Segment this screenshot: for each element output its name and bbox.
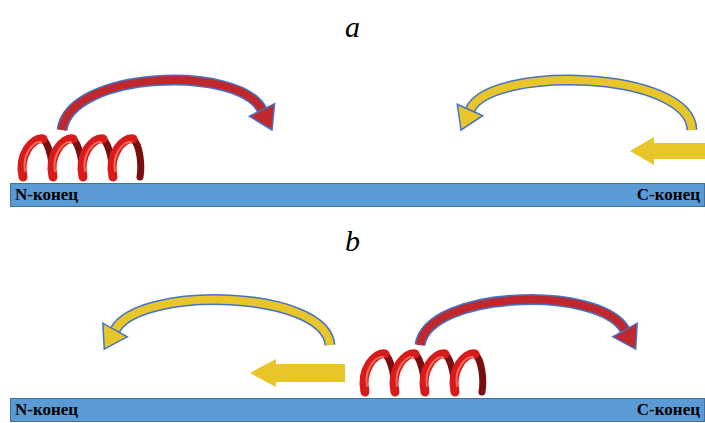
block-arrow <box>250 359 345 387</box>
terminus-label: С-конец <box>637 186 700 205</box>
curved-arrow <box>457 80 692 130</box>
panel-letter: a <box>345 12 360 42</box>
block-arrow <box>630 137 705 165</box>
curved-arrow <box>62 80 275 130</box>
curved-arrow <box>103 300 330 350</box>
panel-letter: b <box>345 226 360 256</box>
alpha-helix <box>364 354 483 392</box>
terminus-label: С-конец <box>637 401 700 420</box>
alpha-helix <box>22 139 141 177</box>
terminus-label: N-конец <box>15 186 78 205</box>
protein-chain-bar: N-конец С-конец <box>10 398 705 422</box>
terminus-label: N-конец <box>15 401 78 420</box>
protein-chain-bar: N-конец С-конец <box>10 183 705 207</box>
curved-arrow <box>420 300 637 350</box>
